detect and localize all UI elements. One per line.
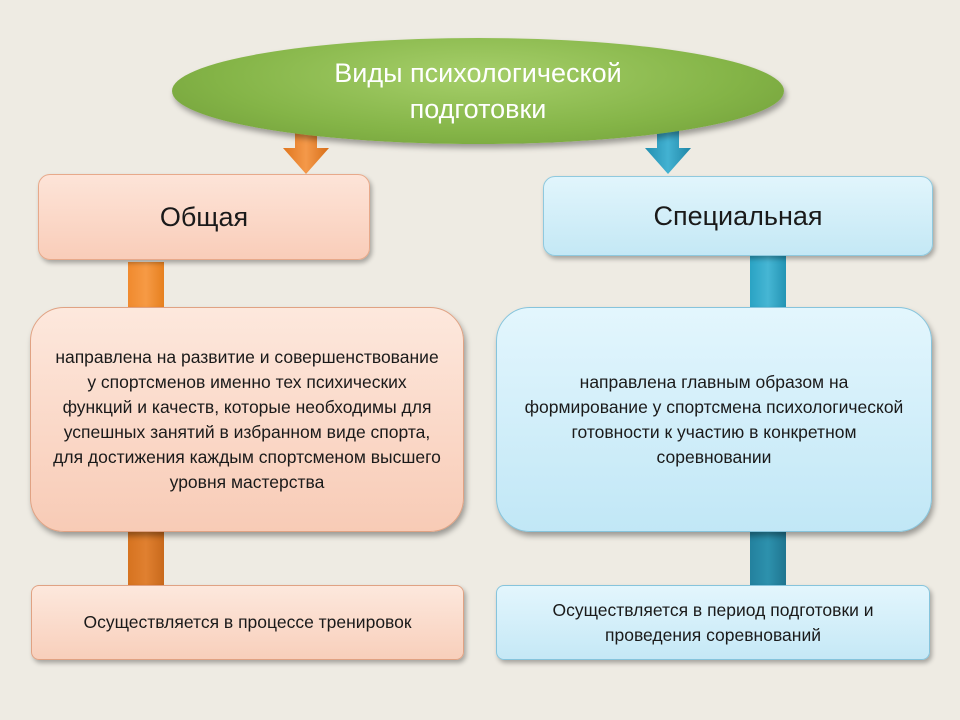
general-connector-bottom: [128, 532, 164, 586]
special-connector-bottom: [750, 532, 786, 586]
special-process-text: Осуществляется в период подготовки и про…: [552, 599, 874, 645]
special-type-label: Специальная: [653, 200, 823, 231]
general-description-text: направлена на развитие и совершенствован…: [53, 346, 441, 492]
general-description-box: направлена на развитие и совершенствован…: [30, 307, 464, 532]
general-process-text: Осуществляется в процессе тренировок: [83, 612, 412, 632]
diagram-title-text: Виды психологической подготовки: [334, 58, 622, 124]
general-type-box: Общая: [38, 174, 370, 260]
general-process-box: Осуществляется в процессе тренировок: [31, 585, 464, 660]
down-arrow-special-icon: [645, 128, 691, 174]
general-connector-top: [128, 262, 164, 308]
diagram-title: Виды психологической подготовки: [172, 38, 784, 144]
special-process-box: Осуществляется в период подготовки и про…: [496, 585, 930, 660]
special-description-text: направлена главным образом на формирован…: [524, 371, 904, 467]
general-type-label: Общая: [159, 201, 249, 232]
special-type-box: Специальная: [543, 176, 933, 256]
special-description-box: направлена главным образом на формирован…: [496, 307, 932, 532]
special-connector-top: [750, 256, 786, 308]
down-arrow-general-icon: [283, 128, 329, 174]
